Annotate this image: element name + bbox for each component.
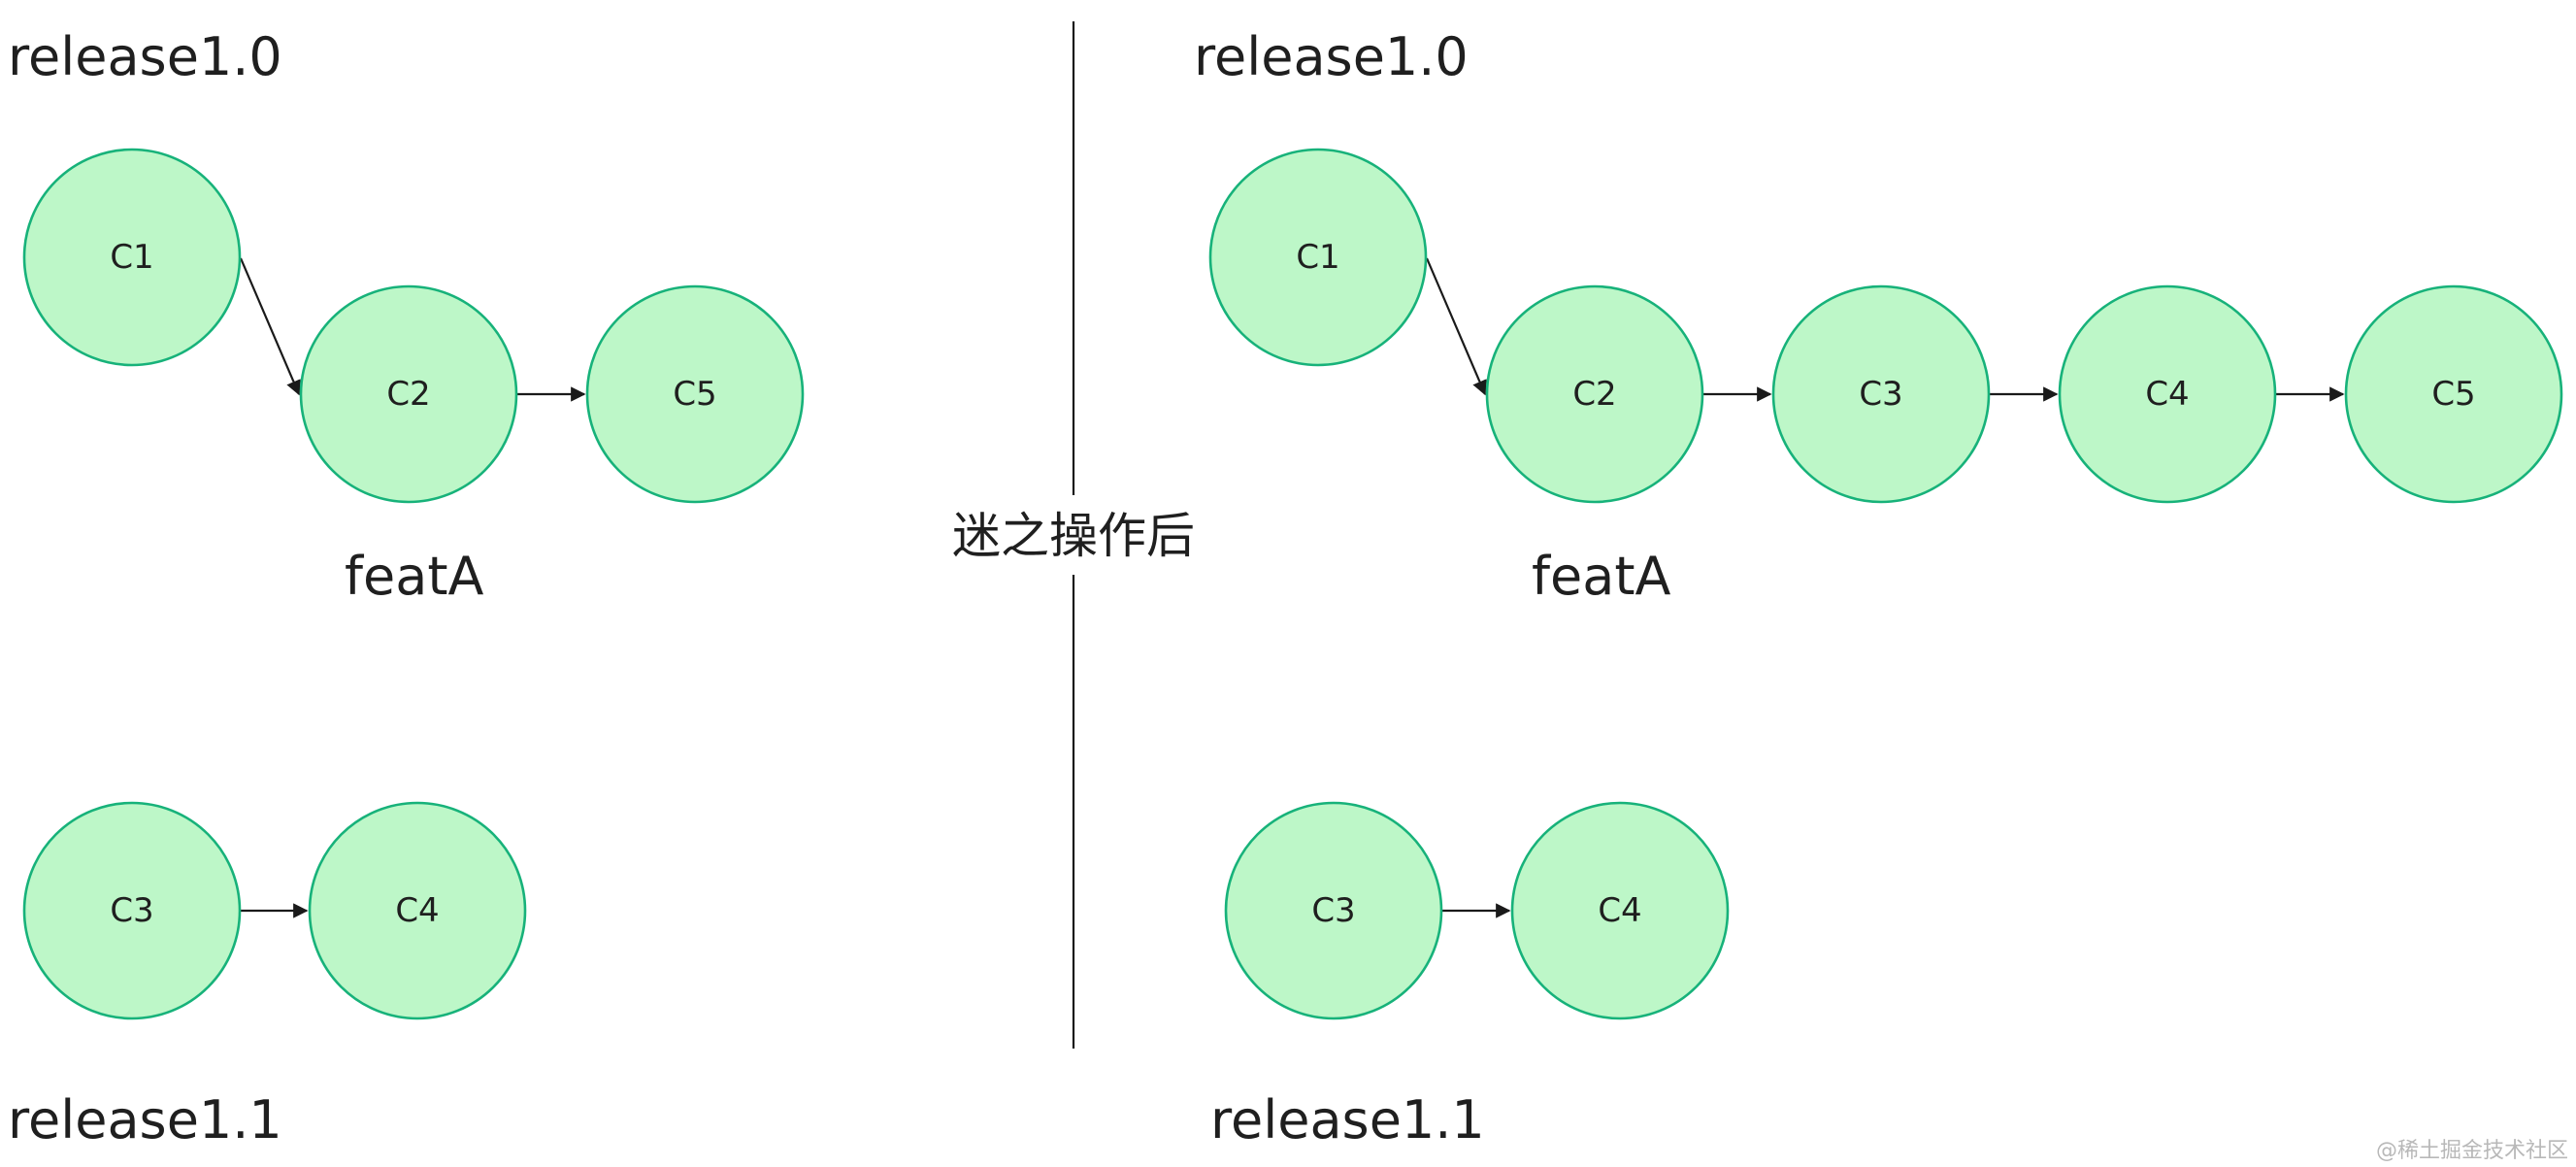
commit-node-c3-release: C3 — [1224, 801, 1443, 1020]
commit-node-c2: C2 — [1485, 284, 1704, 504]
node-label: C3 — [1859, 375, 1902, 414]
edge-c1-c2 — [239, 257, 301, 396]
commit-node-c4-release: C4 — [1510, 801, 1730, 1020]
divider-label: 迷之操作后 — [952, 508, 1195, 564]
commit-node-c5: C5 — [2344, 284, 2563, 504]
divider: 迷之操作后 — [952, 21, 1195, 1049]
node-label: C2 — [1572, 375, 1616, 414]
node-label: C5 — [2431, 375, 2475, 414]
commit-node-c3: C3 — [22, 801, 242, 1020]
node-label: C4 — [395, 891, 439, 930]
node-label: C2 — [386, 375, 430, 414]
commit-node-c2: C2 — [299, 284, 518, 504]
node-label: C4 — [1598, 891, 1641, 930]
branch-label-release1.0: release1.0 — [1194, 26, 1469, 87]
node-label: C1 — [1296, 238, 1339, 277]
node-label: C4 — [2145, 375, 2189, 414]
watermark-text: @稀土掘金技术社区 — [2376, 1139, 2568, 1163]
node-label: C5 — [673, 375, 716, 414]
node-label: C3 — [1311, 891, 1355, 930]
commit-node-c1: C1 — [1208, 148, 1428, 367]
commit-node-c5: C5 — [585, 284, 805, 504]
edge-c1-c2 — [1425, 257, 1487, 396]
commit-node-c4: C4 — [2058, 284, 2277, 504]
branch-label-feata: featA — [345, 546, 483, 607]
commit-node-c4: C4 — [308, 801, 527, 1020]
branch-label-release1.0: release1.0 — [8, 26, 282, 87]
node-label: C1 — [110, 238, 153, 277]
branch-label-release1.1: release1.1 — [8, 1089, 282, 1150]
branch-label-feata: featA — [1532, 546, 1670, 607]
node-label: C3 — [110, 891, 153, 930]
panel-before: release1.0 featA release1.1 C1 C2 C5 C3 … — [8, 26, 805, 1150]
commit-node-c1: C1 — [22, 148, 242, 367]
commit-node-c3: C3 — [1771, 284, 1991, 504]
panel-after: release1.0 featA release1.1 C1 C2 C3 C4 … — [1194, 26, 2563, 1150]
branch-label-release1.1: release1.1 — [1210, 1089, 1485, 1150]
